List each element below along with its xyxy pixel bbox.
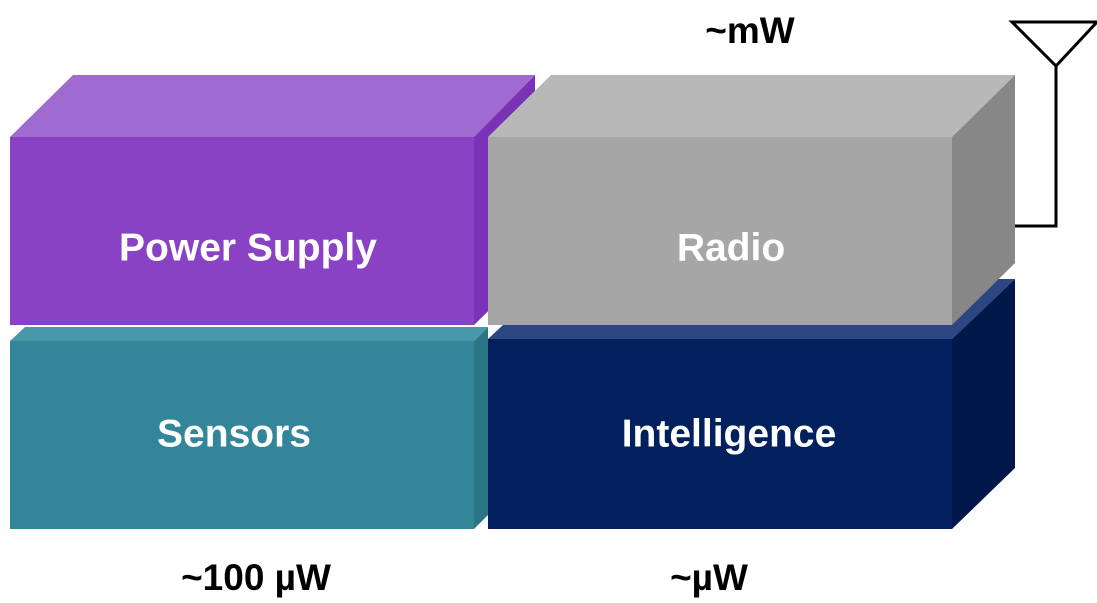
radio-block: Radio <box>488 75 1015 325</box>
sensors-block-front <box>10 341 474 529</box>
antenna-icon <box>1008 20 1097 228</box>
radio-block-side <box>952 75 1015 325</box>
sensors-block-top <box>10 327 488 341</box>
power-supply-block: Power Supply <box>10 75 535 325</box>
intelligence-block-side <box>952 279 1015 529</box>
radio-power-label: ~mW <box>705 10 795 51</box>
sensors-label: Sensors <box>157 412 311 455</box>
radio-block-front <box>488 137 952 325</box>
radio-block-top <box>488 75 1015 137</box>
intelligence-label: Intelligence <box>622 412 837 455</box>
radio-label: Radio <box>677 226 785 269</box>
sensors-block-side <box>474 327 488 529</box>
intelligence-block-front <box>488 339 952 529</box>
power-supply-block-front <box>10 137 474 325</box>
sensors-power-label: ~100 µW <box>181 557 331 598</box>
power-supply-block-top <box>10 75 535 137</box>
sensors-block: Sensors <box>10 327 488 529</box>
power-supply-label: Power Supply <box>119 226 377 269</box>
intelligence-power-label: ~µW <box>670 557 748 598</box>
